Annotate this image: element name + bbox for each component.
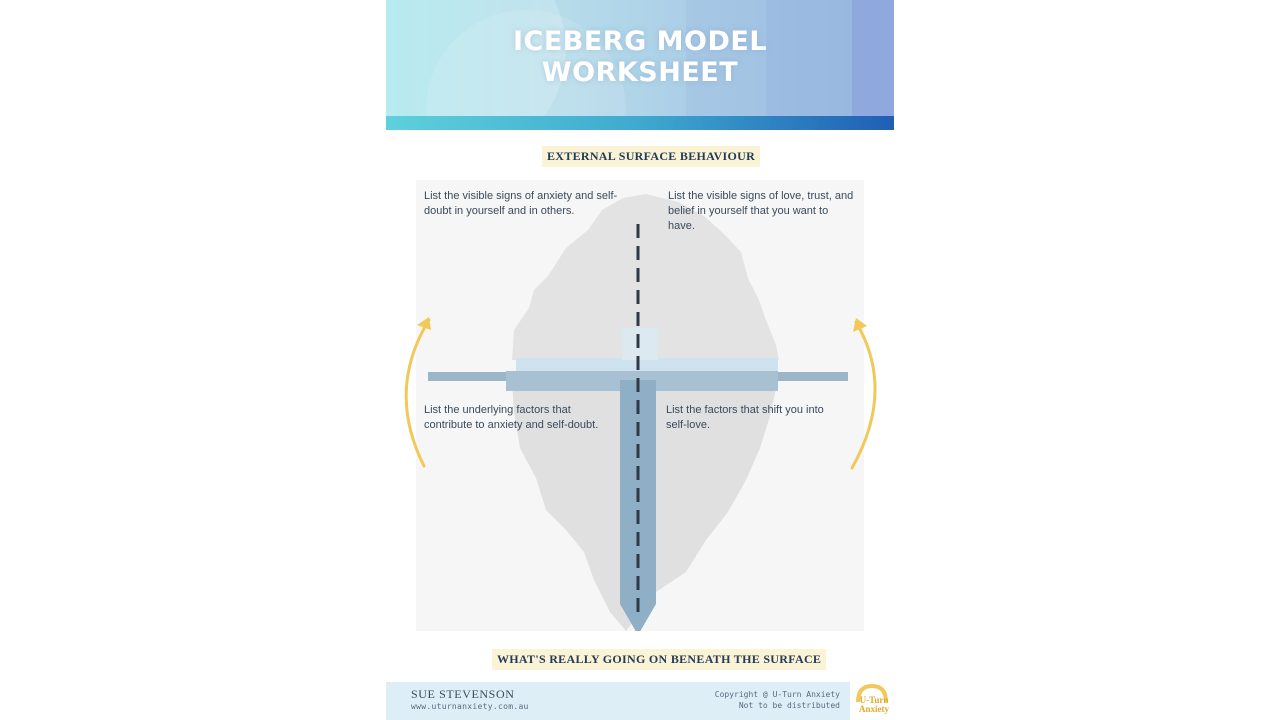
logo-line: Anxiety [859, 704, 889, 714]
footer: SUE STEVENSON www.uturnanxiety.com.au Co… [386, 682, 894, 720]
center-block [622, 328, 658, 360]
copyright-notice: Copyright @ U-Turn Anxiety Not to be dis… [715, 689, 840, 711]
u-turn-logo-icon: U-Turn Anxiety [850, 682, 894, 720]
quadrant-bottom-left: List the underlying factors that contrib… [424, 404, 599, 431]
copyright-line: Not to be distributed [738, 701, 840, 710]
quadrant-top-right: List the visible signs of love, trust, a… [668, 190, 854, 232]
header-decoration [686, 0, 766, 116]
section-label-beneath: WHAT'S REALLY GOING ON BENEATH THE SURFA… [492, 649, 827, 670]
header-accent-bar [386, 116, 894, 130]
worksheet-page: ICEBERG MODEL WORKSHEET EXTERNAL SURFACE… [386, 0, 894, 720]
page-title: ICEBERG MODEL WORKSHEET [386, 26, 894, 88]
header-decoration [852, 0, 894, 116]
quadrant-bottom-right: List the factors that shift you into sel… [666, 404, 824, 431]
iceberg-diagram [428, 194, 848, 631]
center-column [620, 380, 656, 631]
title-line: WORKSHEET [541, 57, 739, 88]
section-label-surface: EXTERNAL SURFACE BEHAVIOUR [542, 146, 761, 167]
website-link[interactable]: www.uturnanxiety.com.au [411, 702, 529, 711]
author-name: SUE STEVENSON [411, 687, 515, 701]
header-decoration [386, 0, 566, 116]
water-surface-tint [516, 358, 778, 372]
copyright-line: Copyright @ U-Turn Anxiety [714, 690, 840, 699]
header-decoration [766, 0, 852, 116]
header-banner: ICEBERG MODEL WORKSHEET [386, 0, 894, 116]
logo-line: U-Turn [859, 695, 889, 705]
quadrant-top-left: List the visible signs of anxiety and se… [424, 190, 618, 217]
iceberg-panel: List the visible signs of anxiety and se… [416, 180, 864, 631]
logo-arc [856, 683, 888, 703]
logo-text: U-Turn Anxiety [854, 696, 894, 714]
iceberg-tip [512, 194, 779, 360]
title-line: ICEBERG MODEL [512, 26, 768, 57]
